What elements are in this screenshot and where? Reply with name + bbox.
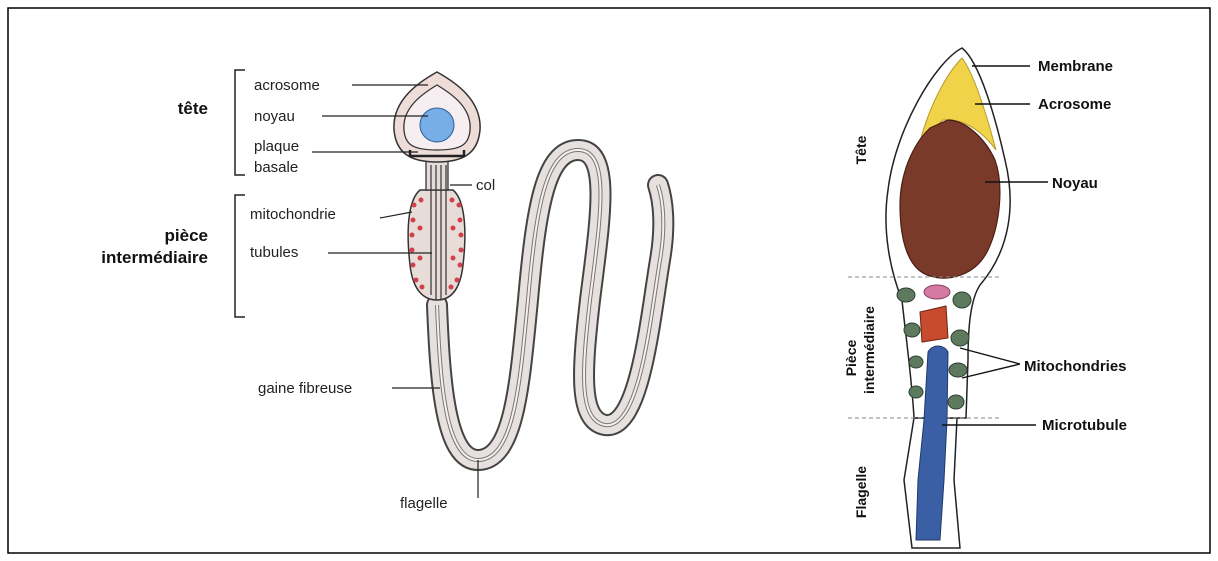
right-diagram: Membrane Acrosome Noyau Mitochondries Mi…	[843, 48, 1127, 548]
nucleus	[420, 108, 454, 142]
label-col: col	[476, 177, 495, 194]
section-piece-line1: pièce	[165, 226, 208, 245]
r-section-tete: Tête	[853, 135, 869, 164]
r-vesicle	[924, 285, 950, 299]
r-label-acrosome: Acrosome	[1038, 96, 1111, 113]
r-label-noyau: Noyau	[1052, 175, 1098, 192]
r-section-flagelle: Flagelle	[853, 466, 869, 518]
flagellum-inner	[437, 150, 663, 460]
left-diagram: tête pièce intermédiaire	[101, 70, 663, 512]
label-plaque: plaque	[254, 138, 299, 155]
label-acrosome: acrosome	[254, 77, 320, 94]
label-basale: basale	[254, 159, 298, 176]
piece-bracket	[235, 195, 245, 317]
r-section-piece-line2: intermédiaire	[861, 306, 877, 394]
figure-border	[8, 8, 1210, 553]
label-gaine-fibreuse: gaine fibreuse	[258, 380, 352, 397]
section-piece-line2: intermédiaire	[101, 248, 208, 267]
r-label-mitochondries: Mitochondries	[1024, 358, 1127, 375]
label-tubules: tubules	[250, 244, 298, 261]
r-section-piece-line1: Pièce	[843, 339, 859, 376]
label-mitochondrie: mitochondrie	[250, 206, 336, 223]
tete-bracket	[235, 70, 245, 175]
r-centriole	[920, 306, 948, 342]
r-label-microtubule: Microtubule	[1042, 417, 1127, 434]
section-tete: tête	[178, 99, 208, 118]
label-flagelle: flagelle	[400, 495, 448, 512]
label-noyau: noyau	[254, 108, 295, 125]
r-label-membrane: Membrane	[1038, 58, 1113, 75]
